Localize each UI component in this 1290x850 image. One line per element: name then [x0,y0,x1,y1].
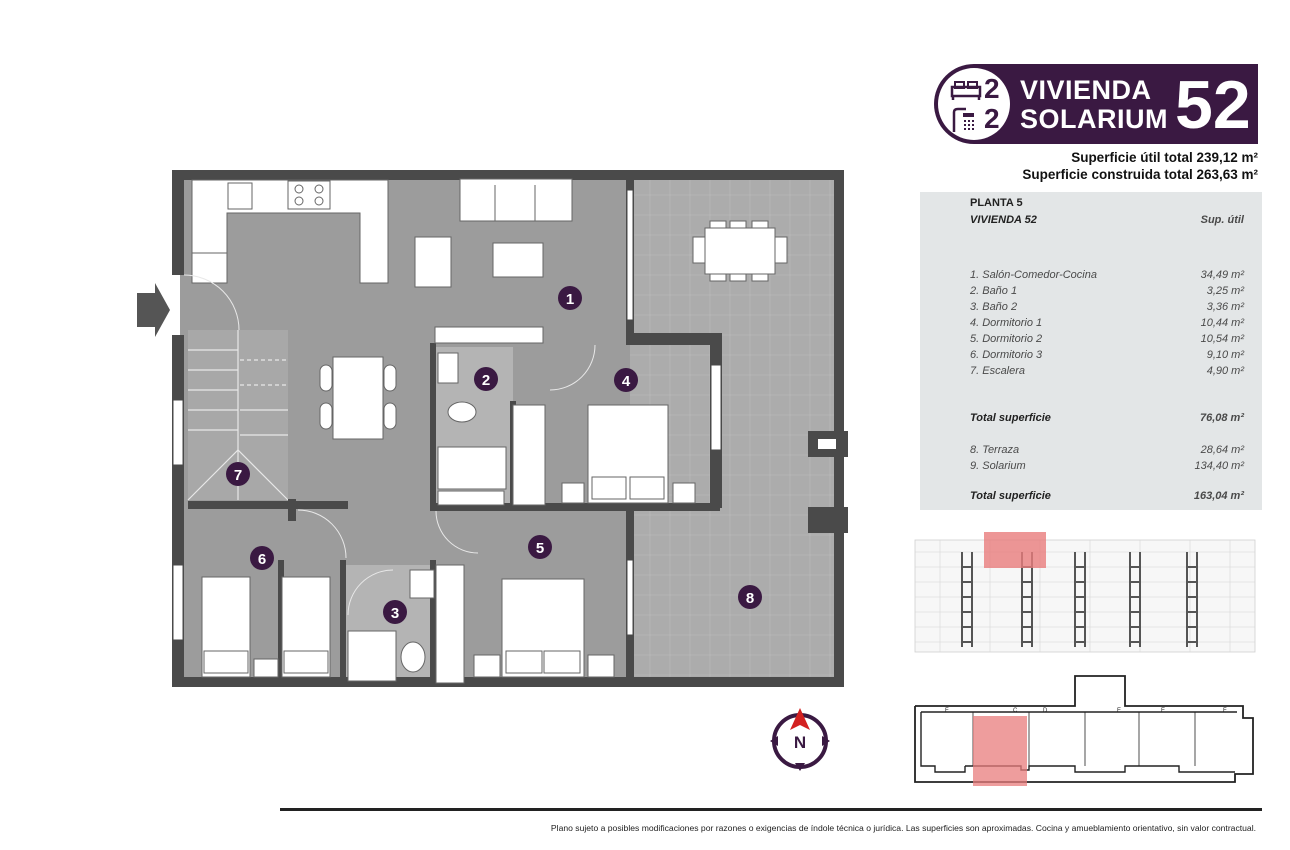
badge-word-solarium: SOLARIUM [1020,104,1168,134]
room-name: 7. Escalera [970,365,1026,377]
footer-divider [280,808,1262,811]
bathroom-fixtures [347,352,507,684]
elevation-balconies [961,552,1198,647]
toilet-icon [400,641,426,673]
extra-name: 9. Solarium [970,460,1026,472]
bathroom-number: 2 [984,103,1000,134]
unit-number: 52 [1175,67,1251,143]
room-name: 5. Dormitorio 2 [970,333,1043,345]
area-table: PLANTA 5 VIVIENDA 52 Sup. útil 1. Salón-… [920,192,1262,510]
living-furniture [319,178,573,440]
useful-surface-total: Superficie útil total 239,12 m² [1071,150,1258,165]
svg-text:F: F [945,708,949,714]
room-area: 9,10 m² [1206,349,1244,361]
svg-text:C: C [1013,708,1018,714]
svg-text:D: D [1043,708,1048,714]
bedroom-number: 2 [984,73,1000,104]
badge-word-vivienda: VIVIENDA [1020,75,1152,105]
svg-text:E: E [1161,708,1165,714]
svg-text:F: F [1223,708,1227,714]
room-label-3: 3 [391,605,399,622]
building-elevation [914,532,1256,653]
armchair-icon [414,236,452,288]
room-name: 6. Dormitorio 3 [970,349,1043,361]
bathroom-count: 2 [950,103,1012,135]
room-label-5: 5 [536,540,544,557]
bed-icon [950,81,982,100]
unit-highlight [984,532,1046,568]
terrace-dining-table [692,220,788,282]
total-value: 163,04 m² [1193,490,1244,502]
cooktop-icon [287,180,331,210]
room-label-2: 2 [482,372,490,389]
washbasin-icon [437,352,459,384]
room-label-4: 4 [622,373,631,390]
shower-icon [952,107,974,132]
room-area: 4,90 m² [1206,365,1244,377]
compass-letter: N [794,733,806,752]
unit-highlight [973,716,1027,786]
beds [201,404,696,678]
total-label: Total superficie [970,412,1051,424]
wardrobe-icon [512,404,546,506]
room-label-7: 7 [234,467,242,484]
floor-plan: 1 2 3 4 5 6 7 8 [137,170,848,687]
table-floor: PLANTA 5 [970,197,1023,209]
room-label-8: 8 [746,590,754,607]
dining-table-icon [332,356,384,440]
shower-tray-icon [347,630,397,682]
total-value: 76,08 m² [1199,412,1244,424]
room-area: 34,49 m² [1200,269,1244,281]
room-label-6: 6 [258,551,266,568]
key-plan: F C D E E F [914,675,1254,786]
north-compass-icon: N [770,708,830,771]
room-labels: 1 2 3 4 5 6 7 8 [226,286,762,624]
svg-text:E: E [1117,708,1121,714]
entrance-arrow-icon [137,283,170,337]
washbasin-icon [409,569,435,599]
sink-icon [227,182,253,210]
room-area: 10,44 m² [1200,317,1244,329]
room-name: 1. Salón-Comedor-Cocina [970,269,1097,281]
bedroom-count: 2 [950,73,1012,105]
extra-area: 134,40 m² [1194,460,1244,472]
key-letters: F C D E E F [945,708,1227,714]
sofa-icon [459,178,573,222]
kitchen [191,179,389,284]
door-swings [183,274,596,616]
total-label: Total superficie [970,490,1051,502]
table-column-header: Sup. útil [1200,214,1244,226]
coffee-table-icon [492,242,544,278]
room-label-1: 1 [566,291,574,308]
footer-disclaimer: Plano sujeto a posibles modificaciones p… [550,823,1256,833]
bathtub-icon [437,446,507,490]
room-name: 2. Baño 1 [970,285,1018,297]
room-name: 3. Baño 2 [970,301,1018,313]
extra-name: 8. Terraza [970,444,1020,456]
room-area: 10,54 m² [1200,333,1244,345]
toilet-icon [447,401,477,423]
room-area: 3,36 m² [1206,301,1244,313]
room-area: 3,25 m² [1206,285,1244,297]
tv-unit-icon [434,326,544,344]
room-name: 4. Dormitorio 1 [970,317,1043,329]
extra-area: 28,64 m² [1200,444,1244,456]
built-surface-total: Superficie construida total 263,63 m² [1022,167,1258,182]
windows [172,189,722,641]
table-unit: VIVIENDA 52 [970,214,1037,226]
